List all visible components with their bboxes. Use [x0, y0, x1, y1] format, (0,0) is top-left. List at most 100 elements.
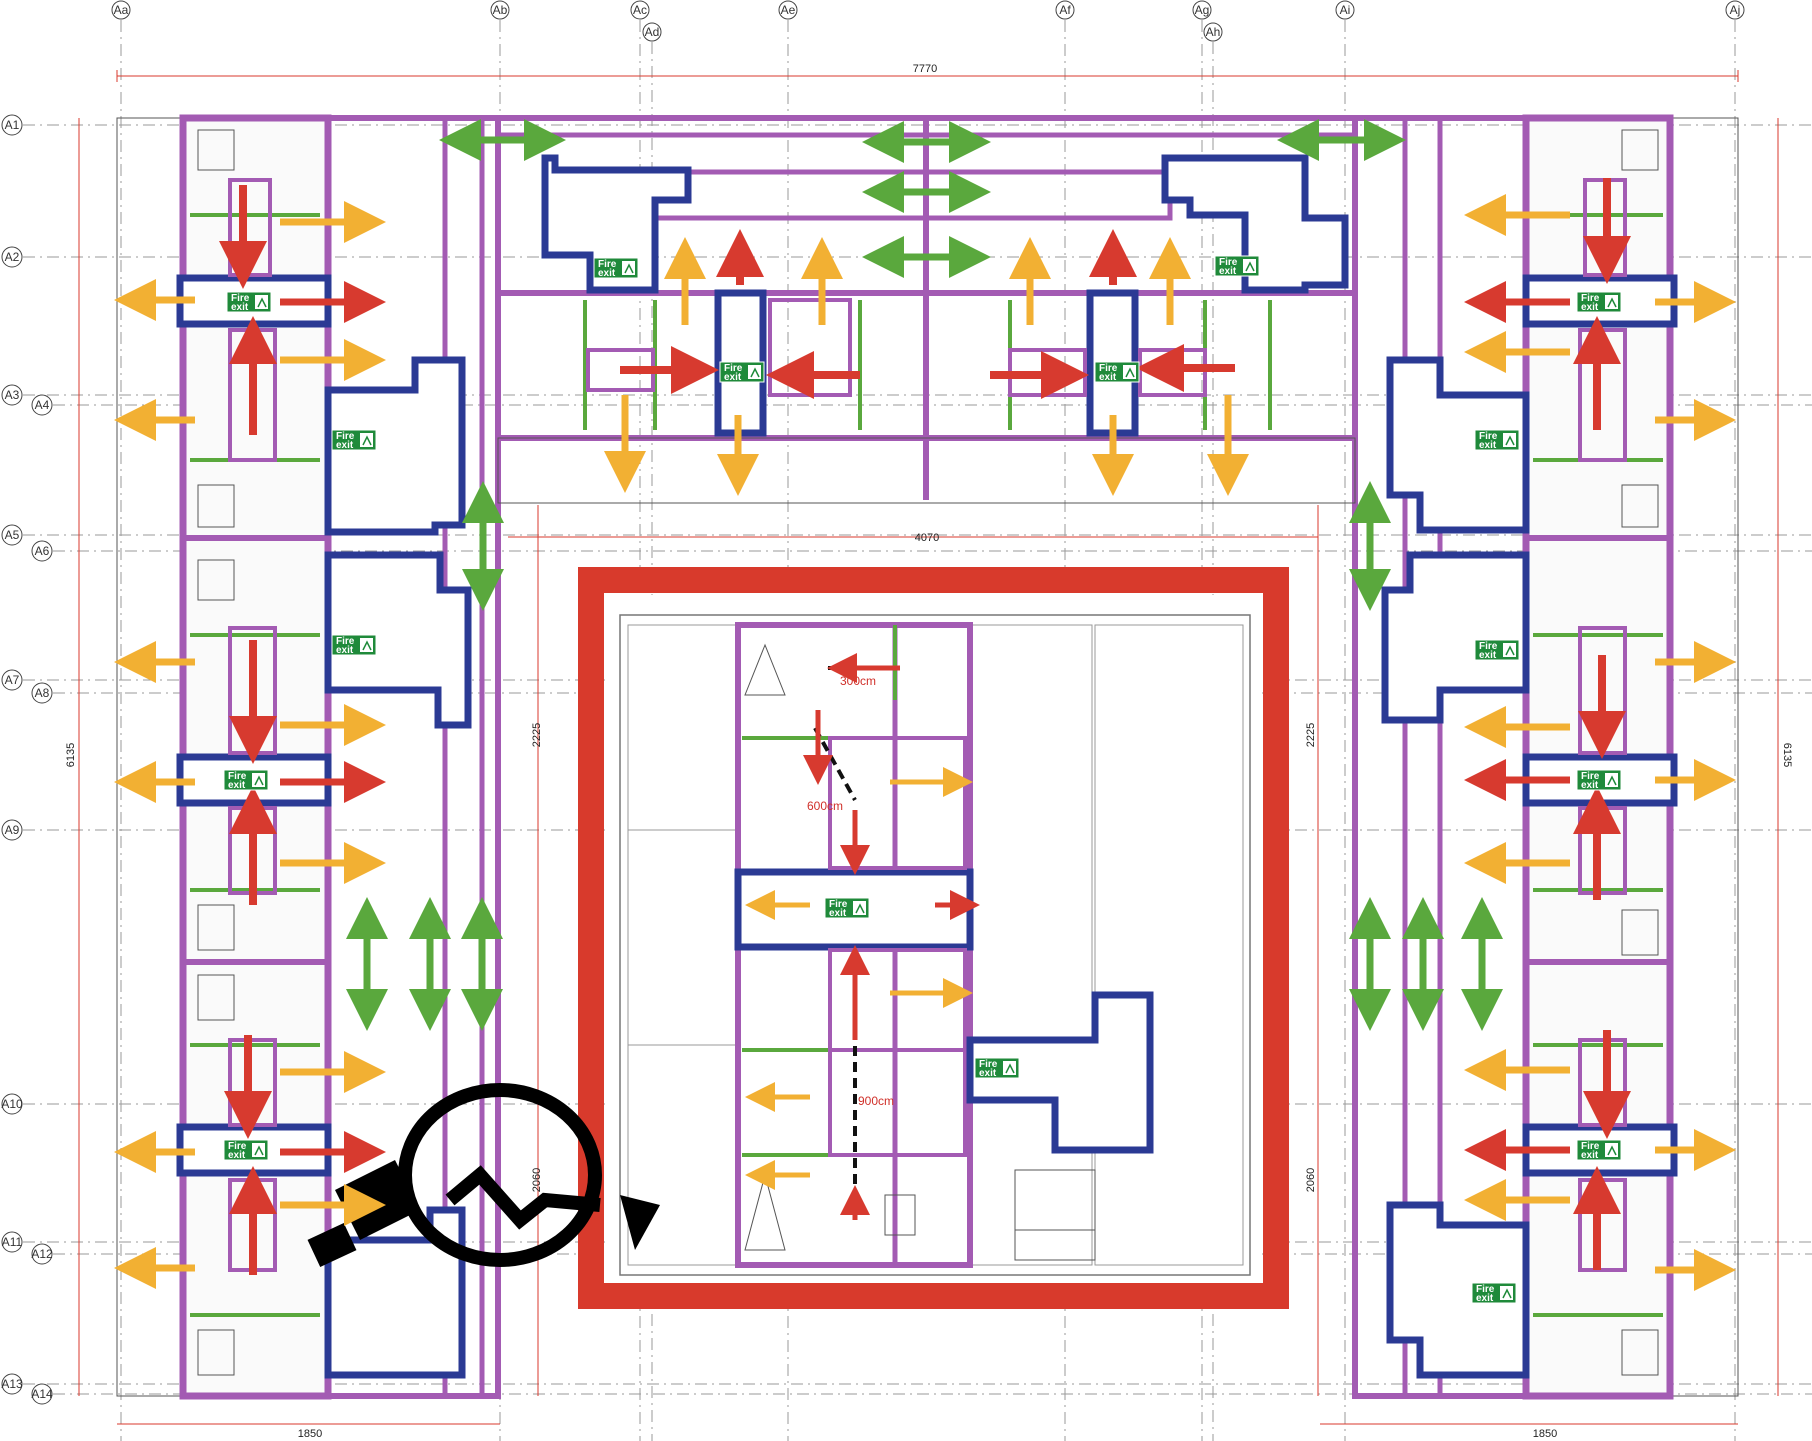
grid-row-a1: A1	[1, 114, 23, 136]
svg-text:Fire: Fire	[228, 1141, 247, 1152]
svg-text:exit: exit	[1476, 1293, 1494, 1304]
svg-text:exit: exit	[231, 302, 249, 313]
svg-text:Ab: Ab	[493, 3, 508, 17]
svg-text:Fire: Fire	[1099, 363, 1118, 374]
svg-text:A8: A8	[35, 686, 50, 700]
grid-row-a14: A14	[31, 1383, 53, 1405]
exit-arrows	[114, 119, 1736, 1291]
grid-column-ah: Ah	[1203, 22, 1223, 42]
svg-text:A9: A9	[5, 823, 20, 837]
svg-text:Fire: Fire	[1219, 257, 1238, 268]
svg-text:Fire: Fire	[598, 259, 617, 270]
grid-column-ab: Ab	[490, 0, 510, 20]
grid-row-a4: A4	[31, 394, 53, 416]
svg-text:Af: Af	[1059, 3, 1071, 17]
svg-text:Fire: Fire	[724, 363, 743, 374]
grid-column-ae: Ae	[778, 0, 798, 20]
grid-row-a12: A12	[31, 1243, 53, 1265]
svg-text:Aa: Aa	[114, 3, 129, 17]
grid-row-a8: A8	[31, 682, 53, 704]
svg-text:exit: exit	[1099, 372, 1117, 383]
svg-text:exit: exit	[1479, 440, 1497, 451]
grid-column-ad: Ad	[642, 22, 662, 42]
grid-row-a7: A7	[1, 669, 23, 691]
grid-row-a2: A2	[1, 246, 23, 268]
svg-text:Ae: Ae	[781, 3, 796, 17]
svg-text:exit: exit	[829, 908, 847, 919]
grid-column-aj: Aj	[1725, 0, 1745, 20]
dimension-left-height: 6135	[65, 743, 77, 767]
svg-text:A7: A7	[5, 673, 20, 687]
svg-text:A4: A4	[35, 398, 50, 412]
svg-text:A14: A14	[31, 1387, 53, 1401]
grid-column-ai: Ai	[1335, 0, 1355, 20]
dimension-right-height: 6135	[1781, 743, 1793, 767]
grid-row-a9: A9	[1, 819, 23, 841]
highlight-frame	[578, 567, 1289, 1309]
svg-text:A6: A6	[35, 544, 50, 558]
dimension-inner-width: 4070	[915, 532, 939, 544]
central-zoomed-plan: 300cm 600cm 900cm	[605, 595, 1262, 1281]
svg-text:A11: A11	[2, 1235, 23, 1249]
svg-text:exit: exit	[979, 1068, 997, 1079]
dimension-frame	[78, 70, 1779, 1425]
dimension-top-width: 7770	[913, 63, 937, 75]
grid-row-a6: A6	[31, 540, 53, 562]
svg-text:Ag: Ag	[1195, 3, 1210, 17]
dimension-right-mid-upper: 2225	[1305, 723, 1317, 747]
svg-text:Fire: Fire	[1479, 641, 1498, 652]
svg-text:Ac: Ac	[633, 3, 647, 17]
dimension-bottom-left: 1850	[298, 1428, 322, 1440]
svg-text:exit: exit	[336, 440, 354, 451]
svg-text:Fire: Fire	[829, 899, 848, 910]
svg-text:A12: A12	[31, 1247, 53, 1261]
svg-text:exit: exit	[598, 268, 616, 279]
fire-exit-signs: FireexitFireexitFireexitFireexitFireexit…	[223, 255, 1622, 1304]
svg-text:A1: A1	[5, 118, 20, 132]
grid-row-a13: A13	[1, 1373, 23, 1395]
svg-text:Fire: Fire	[1581, 293, 1600, 304]
grid-column-aa: Aa	[111, 0, 131, 20]
svg-text:exit: exit	[228, 1150, 246, 1161]
grid-column-ac: Ac	[630, 0, 650, 20]
svg-text:Fire: Fire	[1479, 431, 1498, 442]
svg-text:A3: A3	[5, 388, 20, 402]
svg-text:A13: A13	[1, 1377, 23, 1391]
svg-text:Ai: Ai	[1340, 3, 1351, 17]
grid-row-a10: A10	[1, 1093, 23, 1115]
svg-text:Fire: Fire	[231, 293, 250, 304]
svg-text:exit: exit	[724, 372, 742, 383]
grid-column-ag: Ag	[1192, 0, 1212, 20]
svg-text:Fire: Fire	[228, 771, 247, 782]
svg-text:Fire: Fire	[1476, 1284, 1495, 1295]
svg-text:exit: exit	[1581, 302, 1599, 313]
svg-text:Fire: Fire	[336, 636, 355, 647]
measurement-300: 300cm	[840, 674, 876, 688]
dimension-bottom-right: 1850	[1533, 1428, 1557, 1440]
svg-text:Fire: Fire	[336, 431, 355, 442]
svg-text:exit: exit	[1479, 650, 1497, 661]
measurement-900: 900cm	[858, 1094, 894, 1108]
dimension-right-mid-lower: 2060	[1305, 1168, 1317, 1192]
svg-text:A5: A5	[5, 528, 20, 542]
dimension-left-mid-lower: 2060	[531, 1168, 543, 1192]
svg-text:Fire: Fire	[1581, 771, 1600, 782]
svg-text:Ah: Ah	[1206, 25, 1221, 39]
svg-text:Fire: Fire	[1581, 1141, 1600, 1152]
